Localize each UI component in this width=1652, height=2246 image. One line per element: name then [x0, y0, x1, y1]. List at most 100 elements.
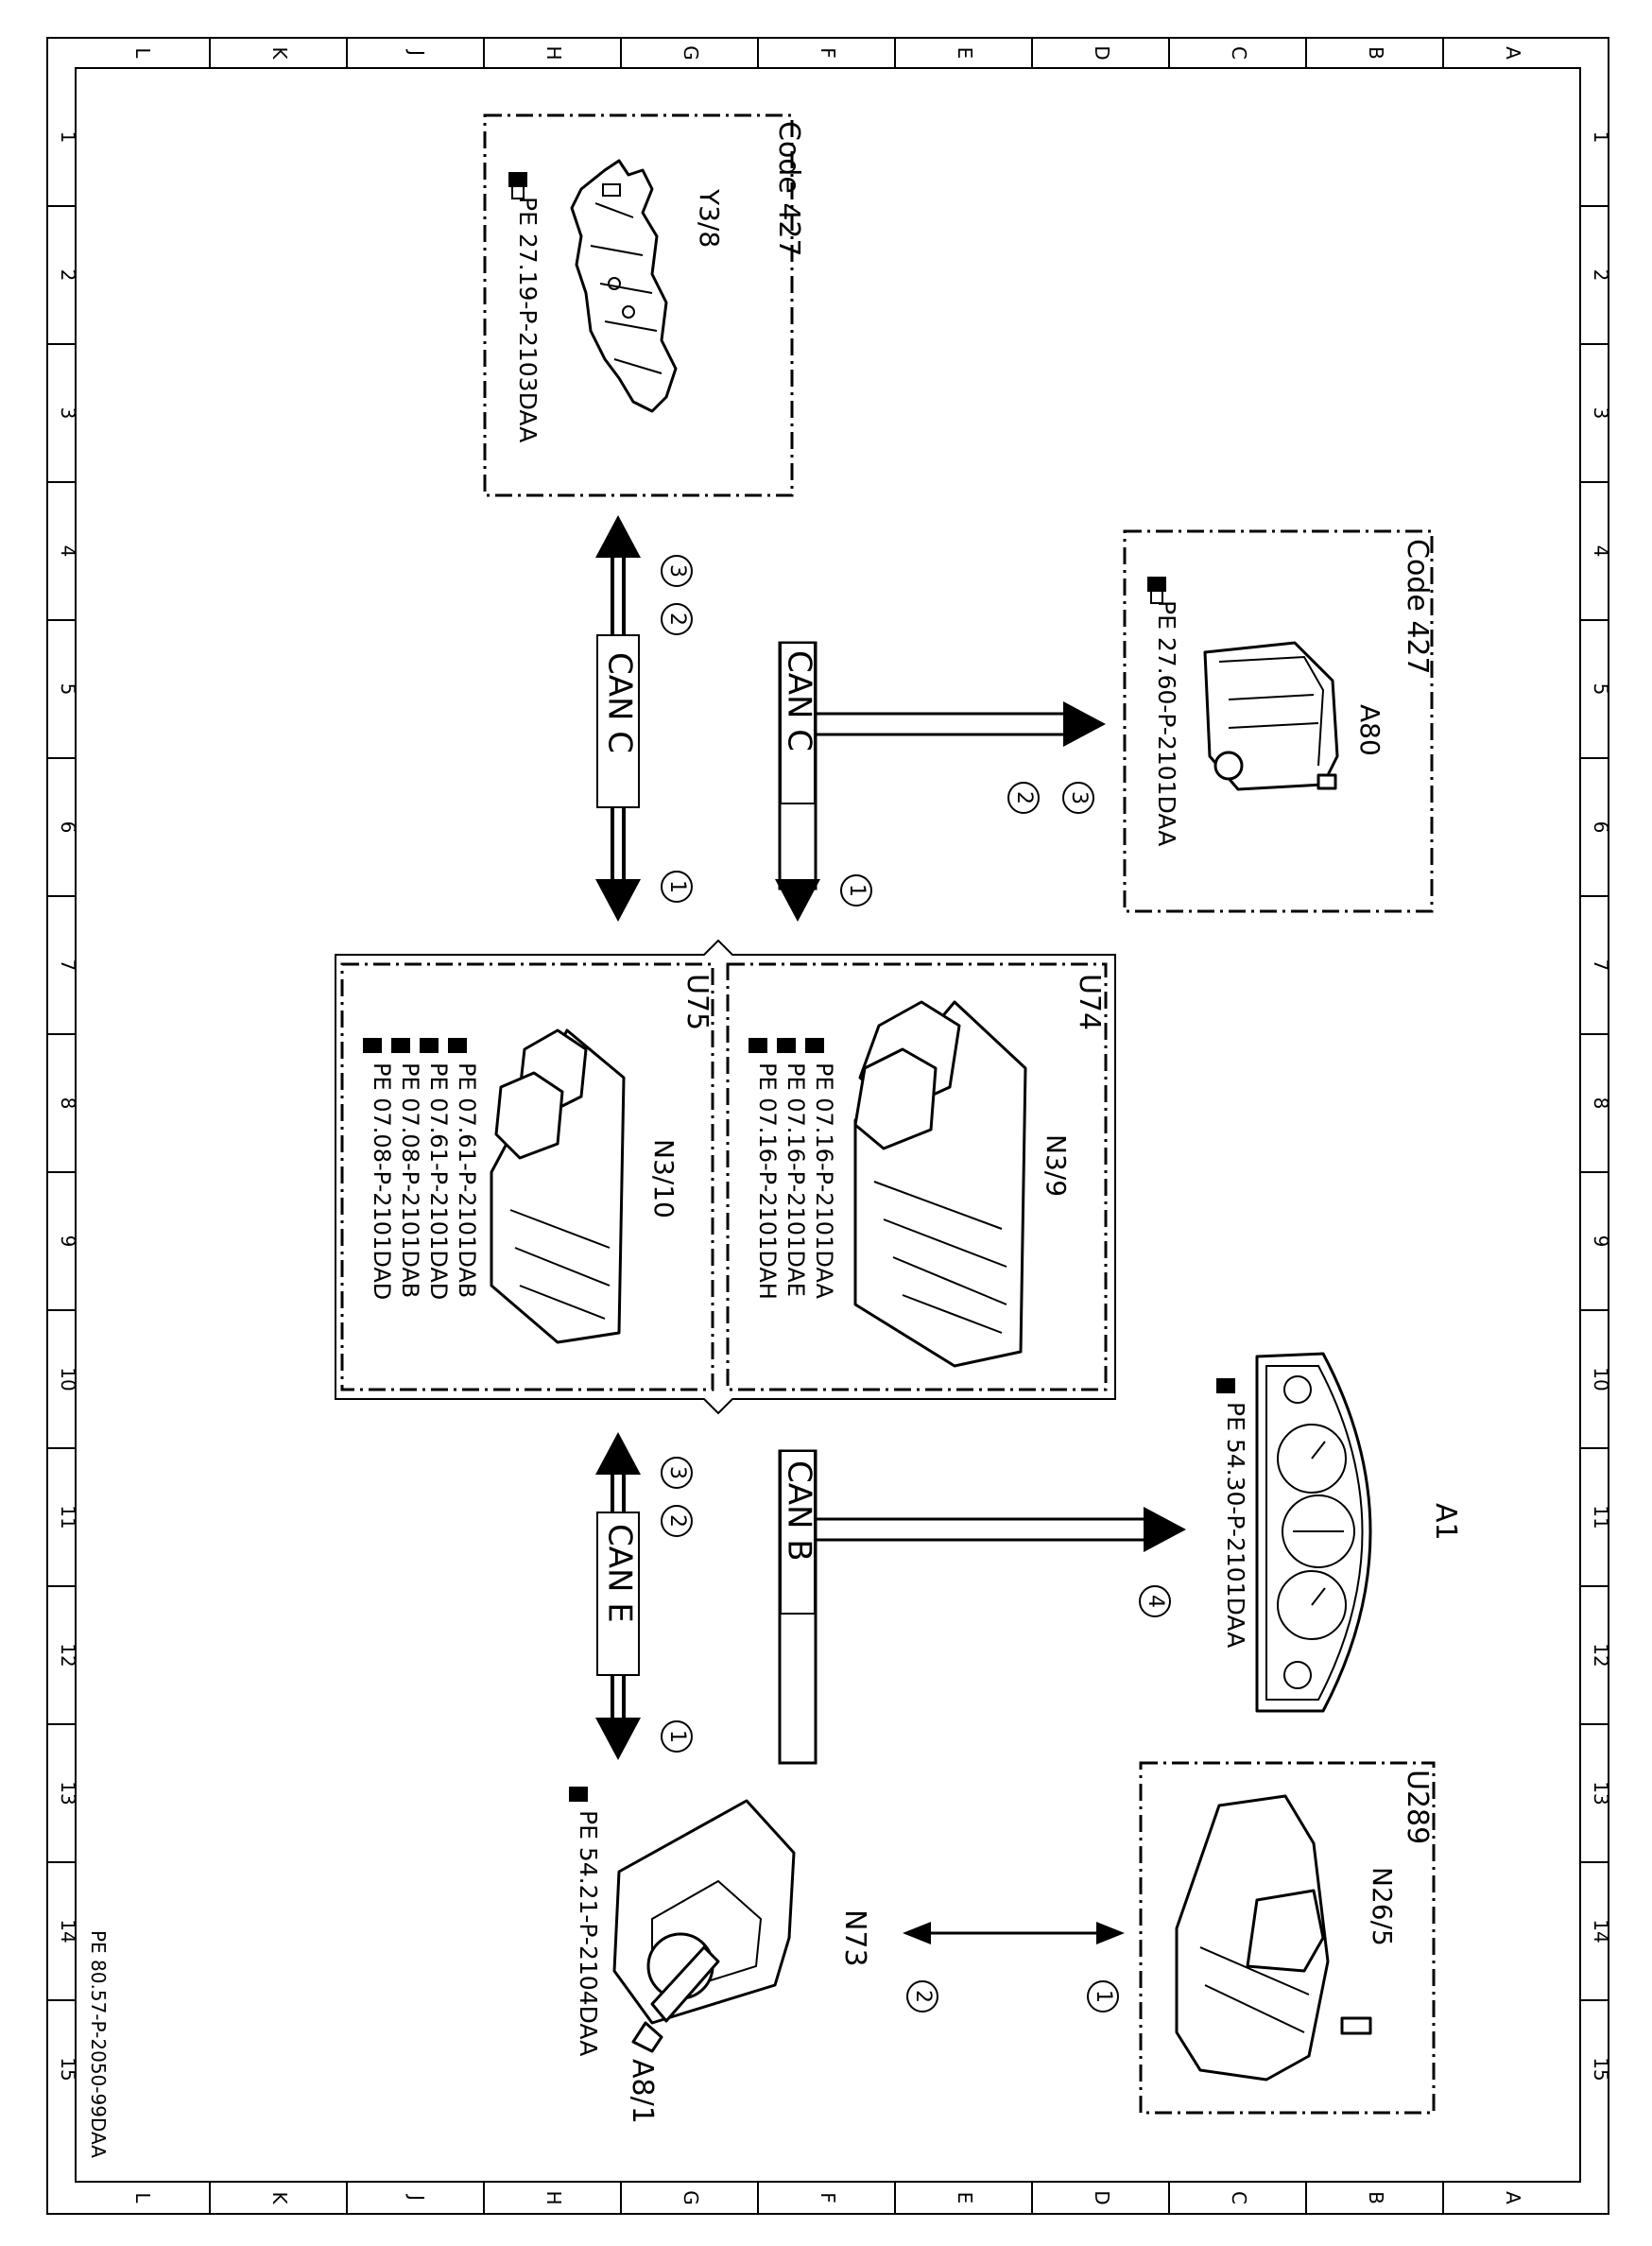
u75-code: U75: [680, 974, 714, 1030]
row-label-5-right: 5: [1590, 683, 1612, 696]
instrument-cluster-illustration: [1255, 1352, 1372, 1713]
row-label-5-left: 5: [57, 683, 79, 696]
component-u75: U75 N3/10 PE 07.61-P-2101DAB PE 07.61-P-…: [340, 962, 714, 1391]
col-label-e-bottom: E: [954, 2192, 976, 2204]
arrow-head-down: [595, 879, 641, 922]
can-e-link: CAN E: [595, 1432, 641, 1760]
y3-8-reference: PE 27.19-P-2103DAA: [514, 197, 542, 442]
can-b-label: CAN B: [781, 1460, 818, 1562]
col-label-j-top: J: [405, 48, 428, 56]
inner-frame: [75, 67, 1581, 2183]
row-label-4-left: 4: [57, 545, 79, 558]
a1-reference-icon: [1216, 1378, 1235, 1393]
u74-reference-2: PE 07.16-P-2101DAE: [783, 1063, 809, 1297]
outer-frame: [46, 37, 1609, 2215]
can-c-left-label: CAN C: [601, 652, 639, 753]
col-label-a-top: A: [1502, 46, 1524, 60]
u75-dashed-box: [340, 962, 714, 1391]
row-label-10-right: 10: [1590, 1367, 1612, 1391]
u75-reference-icons: [363, 1038, 467, 1053]
row-label-7-left: 7: [57, 959, 79, 972]
marker-4-can-b: 4: [1144, 1595, 1167, 1608]
col-label-d-bottom: D: [1091, 2190, 1113, 2204]
col-label-k-bottom: K: [268, 2191, 291, 2204]
row-label-14-left: 14: [57, 1919, 79, 1943]
component-a1: A1 PE 54.30-P-2101DAA: [1216, 1352, 1462, 1713]
can-c-left-link: CAN C: [595, 515, 641, 922]
a80-code: Code 427: [1401, 539, 1434, 675]
a8-1-id: A8/1: [626, 2059, 659, 2124]
row-label-11-left: 11: [57, 1505, 79, 1529]
n73-reference-icon: [569, 1787, 588, 1802]
marker-2-can-e: 2: [665, 1514, 689, 1528]
arrow-head-to-n26-5: [1096, 1922, 1125, 1944]
valve-body-illustration: [570, 159, 678, 413]
y3-8-id: Y3/8: [694, 188, 725, 248]
row-label-1-right: 1: [1590, 131, 1612, 144]
marker-3-can-e: 3: [665, 1466, 689, 1479]
u75-reference-1: PE 07.61-P-2101DAB: [454, 1063, 480, 1298]
transmission-control-unit-illustration: [490, 1028, 626, 1344]
u75-reference-4: PE 07.08-P-2101DAD: [369, 1063, 395, 1300]
column-ticks: [209, 38, 1444, 2214]
row-label-2-right: 2: [1590, 269, 1612, 282]
u75-id: N3/10: [648, 1139, 680, 1218]
row-label-6-left: 6: [57, 821, 79, 834]
can-c-right-link: CAN C: [775, 641, 1106, 922]
col-label-f-bottom: F: [817, 2192, 839, 2203]
col-label-f-top: F: [817, 47, 839, 59]
component-n73: N73 A8/1 PE 54.21-P-2104DAA: [569, 1787, 871, 2124]
n73-reference: PE 54.21-P-2104DAA: [575, 1810, 602, 2056]
n73-id: N73: [838, 1909, 871, 1967]
selector-module-illustration: [1203, 641, 1339, 791]
row-label-9-left: 9: [57, 1235, 79, 1248]
arrow-head-to-n73: [903, 1922, 931, 1944]
marker-3-can-c-left: 3: [665, 564, 689, 578]
col-label-l-bottom: L: [131, 2192, 154, 2203]
col-label-b-top: B: [1365, 46, 1387, 60]
marker-2-can-c-right: 2: [1012, 791, 1036, 804]
row-label-12-right: 12: [1590, 1643, 1612, 1667]
a80-id: A80: [1354, 704, 1385, 756]
arrow-head-to-a1: [1144, 1507, 1186, 1552]
arrow-head-to-a80: [1063, 701, 1106, 747]
can-c-right-label: CAN C: [781, 650, 818, 752]
u75-reference-2: PE 07.61-P-2101DAD: [425, 1063, 452, 1300]
row-label-12-left: 12: [57, 1643, 79, 1667]
steering-lock-illustration: [1175, 1794, 1372, 2082]
row-label-13-right: 13: [1590, 1781, 1612, 1805]
n26-5-n73-link: 1 2: [903, 1922, 1125, 2013]
col-label-h-top: H: [542, 45, 565, 60]
u289-id: N26/5: [1367, 1867, 1398, 1946]
row-label-7-right: 7: [1590, 959, 1612, 972]
col-label-c-bottom: C: [1228, 2191, 1250, 2204]
u74-code: U74: [1073, 974, 1106, 1030]
can-b-label-box: [780, 1450, 816, 1615]
col-label-h-bottom: H: [542, 2190, 565, 2204]
engine-control-unit-illustration: [853, 1000, 1027, 1368]
marker-2-can-c-left: 2: [665, 613, 689, 626]
col-label-l-top: L: [131, 47, 154, 59]
row-label-13-left: 13: [57, 1781, 79, 1805]
col-label-g-bottom: G: [680, 2190, 702, 2205]
marker-3-can-c-right: 3: [1067, 791, 1091, 804]
u74-reference-icons: [749, 1038, 824, 1053]
a1-reference: PE 54.30-P-2101DAA: [1222, 1402, 1249, 1648]
row-label-14-right: 14: [1590, 1919, 1612, 1943]
control-unit-bracket: [335, 939, 1116, 1415]
arrow-head-down-can-e: [595, 1718, 641, 1760]
can-e-label: CAN E: [601, 1524, 639, 1623]
marker-2-n73: 2: [911, 1990, 935, 2003]
col-label-j-bottom: J: [405, 2193, 428, 2201]
a80-reference-icon: [1147, 577, 1166, 604]
row-label-10-left: 10: [57, 1367, 79, 1391]
a1-id: A1: [1429, 1503, 1462, 1541]
u289-dashed-box: [1139, 1761, 1436, 2115]
u74-reference-1: PE 07.16-P-2101DAA: [811, 1063, 837, 1299]
u74-dashed-box: [726, 962, 1108, 1391]
col-label-e-top: E: [954, 47, 976, 60]
col-label-d-top: D: [1091, 45, 1113, 60]
u74-id: N3/9: [1041, 1134, 1072, 1197]
can-e-label-box: [596, 1512, 640, 1676]
row-label-2-left: 2: [57, 269, 79, 282]
